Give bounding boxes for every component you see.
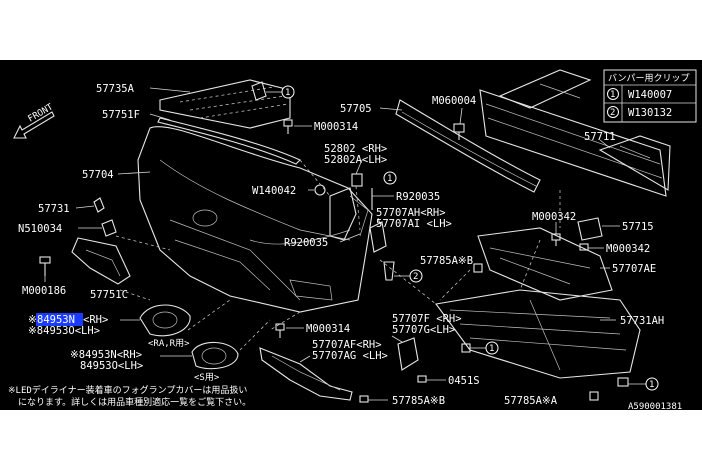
label-57707ae[interactable]: 57707AE [612,263,656,275]
clip-ref-2-mid: 2 [413,272,418,282]
label-84953o-a[interactable]: ※84953O<LH> [28,325,100,337]
label-m000342-b[interactable]: M000342 [606,243,650,255]
label-84953o-b[interactable]: 84953O<LH> [80,360,143,372]
clip-57785a-b-top-part[interactable] [473,263,483,273]
label-57785aa[interactable]: 57785A※A [504,395,558,407]
clip-table [603,69,697,123]
label-57707g[interactable]: 57707G<LH> [392,324,455,336]
label-52802a[interactable]: 52802A<LH> [324,154,387,166]
label-84953n-side: <RH> [83,314,108,326]
footnote-line-2: になります。詳しくは用品車種別適応一覧をご覧下さい。 [18,396,251,408]
bolt-m060004-part[interactable] [453,123,465,140]
clip-ref-1-mid: 1 [387,174,392,184]
bracket-57707f-part[interactable] [397,337,419,371]
label-57707f[interactable]: 57707F <RH> [392,313,462,325]
label-84953n-b[interactable]: ※84953N<RH> [70,349,142,361]
clip-table-code-2[interactable]: W130132 [628,107,672,119]
label-m000314-top[interactable]: M000314 [314,121,358,133]
clip-table-index-1: 1 [610,90,615,100]
label-m000342-a[interactable]: M000342 [532,211,576,223]
label-57751f[interactable]: 57751F [102,109,140,121]
screw-0451s-part[interactable] [417,375,446,383]
reinforcement-57705-part[interactable] [395,99,541,193]
front-arrow-icon [13,111,55,139]
label-84953n-highlight [36,313,83,326]
assembly-guide-lines [115,159,561,351]
label-84953n-highlighted[interactable]: 84953N [37,314,75,326]
clip-ref-1-top: 1 [285,88,290,98]
clip-center-bottom-part[interactable] [461,343,486,353]
label-w140042[interactable]: W140042 [252,185,296,197]
label-57704[interactable]: 57704 [82,169,114,181]
clip-57785a-b-bottom-part[interactable] [359,395,388,403]
lower-bracket-57707af-part[interactable] [259,347,353,401]
label-57785ab-bottom[interactable]: 57785A※B [392,395,445,407]
bolt-m000314-top-part[interactable] [283,119,293,134]
bracket-52802-part[interactable] [329,173,363,241]
clip-ref-1-right: 1 [649,380,654,390]
label-57715[interactable]: 57715 [622,221,654,233]
label-57785ab-top[interactable]: 57785A※B [420,255,473,267]
bolt-m000186-part[interactable] [39,256,51,276]
bracket-57715-part[interactable] [577,217,603,241]
label-52802[interactable]: 52802 <RH> [324,143,387,155]
fog-cover-s-part[interactable] [191,341,239,370]
clip-2-mid-part[interactable] [383,261,410,281]
label-57707af[interactable]: 57707AF<RH> [312,339,382,351]
clip-w140042-part[interactable] [314,184,326,196]
front-bumper-part[interactable] [137,126,373,313]
clip-table-title: バンパー用クリップ [608,73,689,84]
label-n510034[interactable]: N510034 [18,223,62,235]
label-57735a[interactable]: 57735A [96,83,135,95]
upper-molding-part[interactable] [157,117,301,165]
label-57731[interactable]: 57731 [38,203,70,215]
bolt-m000314-bottom-part[interactable] [275,323,285,338]
label-57705[interactable]: 57705 [340,103,372,115]
clip-bottom-right-part[interactable] [617,377,646,387]
label-57711[interactable]: 57711 [584,131,616,143]
bracket-57731-part[interactable] [93,197,105,213]
clip-n510034-part[interactable] [101,219,117,237]
label-57731ah[interactable]: 57731AH [620,315,664,327]
diagram-background [0,60,702,410]
label-57751c[interactable]: 57751C [90,289,128,301]
clip-r920035-a-part[interactable] [371,188,394,210]
diagram-id: A590001381 [628,402,682,412]
label-m000314-bottom[interactable]: M000314 [306,323,350,335]
label-s-note: <S用> [194,372,220,383]
fog-cover-ra-r-part[interactable] [139,304,191,337]
clip-ref-1-center: 1 [489,344,494,354]
side-bracket-57751c-part[interactable] [71,237,131,285]
footnote-line-1: ※LEDデイライナー装着車のフォグランプカバーは用品扱い [8,384,247,396]
label-57707ai[interactable]: 57707AI <LH> [376,218,452,230]
label-57707ah[interactable]: 57707AH<RH> [376,207,446,219]
clip-57785a-a-part[interactable] [589,391,599,401]
clip-table-index-2: 2 [610,108,615,118]
label-84953n-mark: ※ [28,314,37,326]
label-m000186[interactable]: M000186 [22,285,66,297]
bracket-57707ae-part[interactable] [477,227,613,301]
label-0451s[interactable]: 0451S [448,375,480,387]
under-cover-57731ah-part[interactable] [435,289,641,379]
clip-table-code-1[interactable]: W140007 [628,89,672,101]
label-m060004[interactable]: M060004 [432,95,476,107]
grille-panel-part[interactable] [159,79,291,129]
clip-top-part[interactable] [251,81,295,101]
bumper-beam-57711-part[interactable] [479,69,671,197]
bracket-57707ah-part[interactable] [369,221,387,253]
front-label: FRONT [27,102,56,124]
label-ra-r-note: <RA,R用> [148,338,190,349]
label-r920035-b[interactable]: R920035 [284,237,328,249]
label-r920035-a[interactable]: R920035 [396,191,440,203]
label-57707ag[interactable]: 57707AG <LH> [312,350,388,362]
